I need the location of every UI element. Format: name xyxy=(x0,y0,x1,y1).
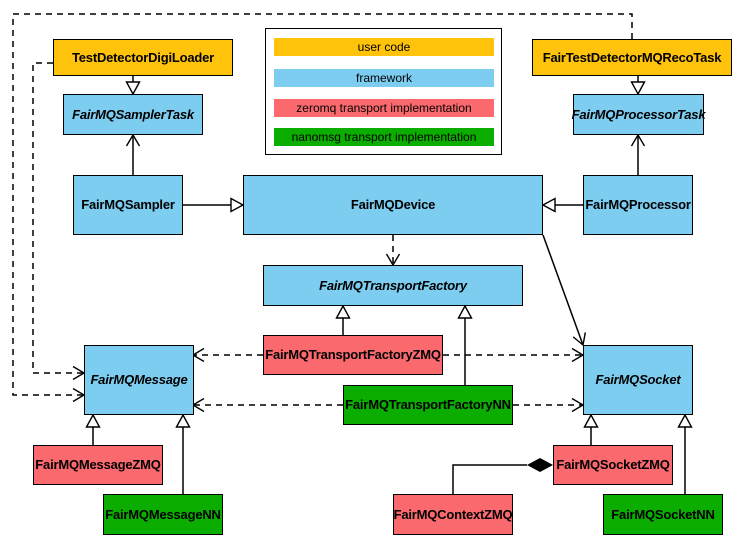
legend-item-framework: framework xyxy=(274,69,494,87)
node-fair-test-detector-mq-reco-task: FairTestDetectorMQRecoTask xyxy=(532,39,732,76)
node-fairmq-message: FairMQMessage xyxy=(84,345,194,415)
node-fairmq-transport-factory-zmq: FairMQTransportFactoryZMQ xyxy=(263,335,443,375)
node-fairmq-processor-task: FairMQProcessorTask xyxy=(572,94,706,135)
node-fairmq-sampler: FairMQSampler xyxy=(73,175,183,235)
legend: user code framework zeromq transport imp… xyxy=(265,28,502,155)
node-fairmq-message-nn: FairMQMessageNN xyxy=(103,494,223,535)
node-fairmq-socket: FairMQSocket xyxy=(583,345,693,415)
edge-digiloader-depends-message xyxy=(32,62,86,381)
node-fairmq-socket-zmq: FairMQSocketZMQ xyxy=(553,445,673,485)
edge-device-uses-socket xyxy=(542,234,587,347)
node-fairmq-processor: FairMQProcessor xyxy=(583,175,693,235)
legend-item-user-code: user code xyxy=(274,38,494,56)
legend-item-nanomsg: nanomsg transport implementation xyxy=(274,128,494,146)
node-fairmq-sampler-task: FairMQSamplerTask xyxy=(63,94,203,135)
edge-recotask-depends-message xyxy=(12,13,633,403)
composition-diamond xyxy=(527,458,553,472)
node-fairmq-context-zmq: FairMQContextZMQ xyxy=(393,494,513,535)
node-fairmq-message-zmq: FairMQMessageZMQ xyxy=(33,445,163,485)
edge-socketzmq-composes-contextzmq xyxy=(452,464,527,494)
node-test-detector-digi-loader: TestDetectorDigiLoader xyxy=(53,39,233,76)
legend-item-zeromq: zeromq transport implementation xyxy=(274,99,494,117)
node-fairmq-transport-factory-nn: FairMQTransportFactoryNN xyxy=(343,385,513,425)
node-fairmq-transport-factory: FairMQTransportFactory xyxy=(263,265,523,306)
node-fairmq-device: FairMQDevice xyxy=(243,175,543,235)
node-fairmq-socket-nn: FairMQSocketNN xyxy=(603,494,723,535)
